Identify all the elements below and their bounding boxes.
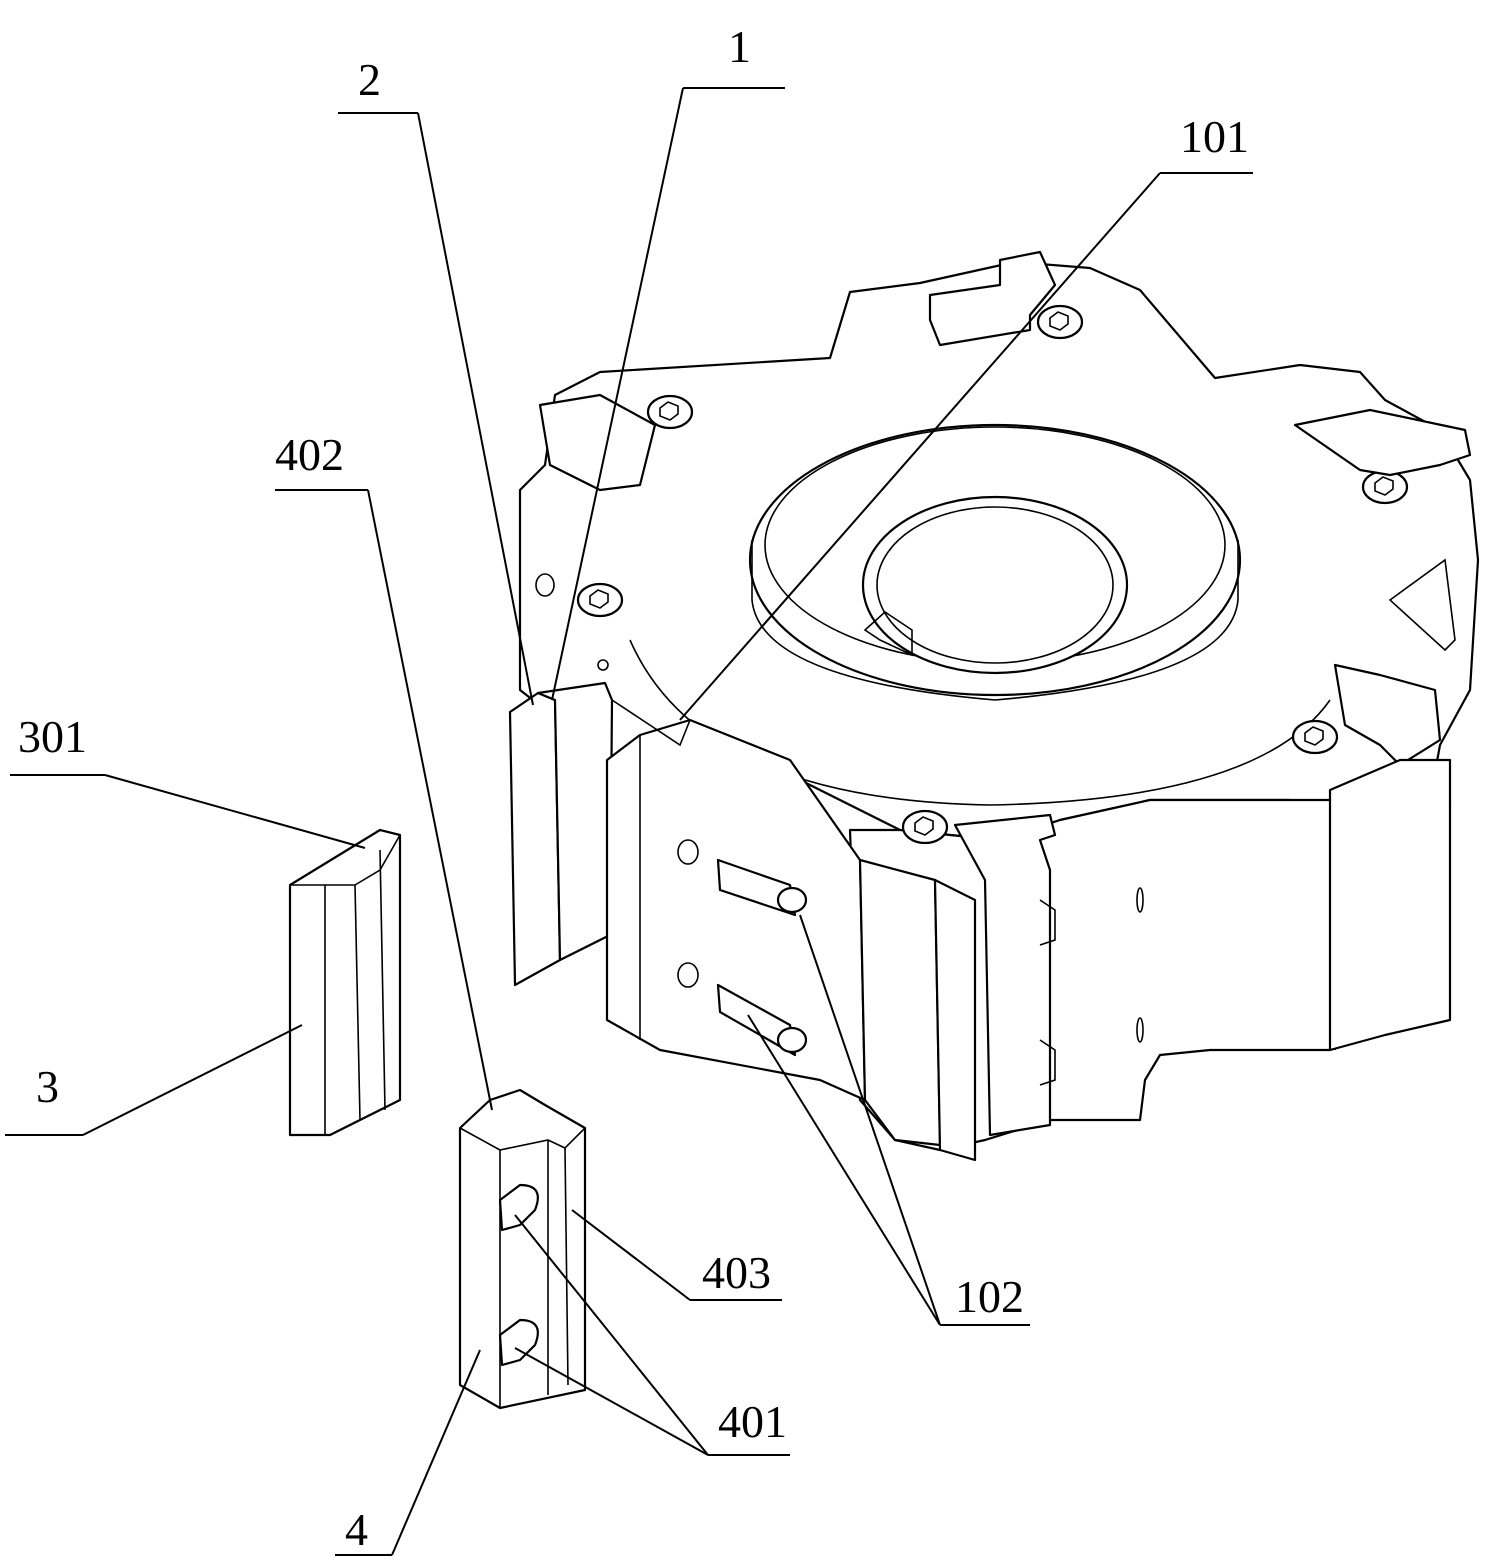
label-402: 402 — [275, 429, 344, 480]
label-102: 102 — [955, 1271, 1024, 1322]
label-1: 1 — [728, 21, 751, 72]
side-hole-2 — [1136, 1017, 1144, 1043]
label-401: 401 — [718, 1396, 787, 1447]
side-hole-1 — [1136, 887, 1144, 913]
screw-icon — [1291, 719, 1339, 755]
label-4: 4 — [345, 1504, 368, 1555]
front-blade-tip — [933, 878, 977, 1162]
blade-slots — [538, 250, 1472, 1137]
wedge-top-edge — [611, 699, 691, 747]
blade-3-edge-3 — [379, 849, 386, 1111]
wedge-hole-1 — [677, 839, 699, 865]
leader-403 — [571, 1209, 691, 1301]
right-blade — [1328, 758, 1452, 1052]
leader-101 — [679, 172, 1161, 721]
leader-2 — [417, 112, 534, 706]
label-403: 403 — [702, 1247, 771, 1298]
right-notch — [1388, 558, 1456, 652]
leader-3 — [82, 1024, 303, 1136]
exploded-wedge-4 — [458, 1088, 587, 1410]
leader-301 — [104, 774, 366, 849]
pin-icon — [716, 858, 808, 917]
small-hole — [597, 659, 609, 671]
hub-ring-side — [751, 540, 1239, 701]
hub-bore — [861, 495, 1129, 675]
blade-slot-top — [928, 250, 1057, 347]
hub-bore-inner — [876, 506, 1114, 664]
blade-slot-front — [953, 813, 1057, 1137]
blade-3-body — [288, 828, 402, 1137]
label-3: 3 — [36, 1061, 59, 1112]
keyway — [863, 610, 913, 657]
leader-1 — [551, 87, 684, 701]
small-hole — [535, 573, 555, 597]
screw-icon — [1036, 304, 1084, 340]
leader-4 — [391, 1349, 481, 1556]
screw-icon — [901, 809, 949, 845]
leader-lines — [5, 87, 1253, 1556]
screw-icon — [576, 582, 624, 618]
reference-labels: 1 2 101 402 301 3 403 102 401 4 — [18, 21, 1249, 1555]
front-blade — [858, 858, 942, 1147]
mounted-blade-assembly — [508, 573, 1452, 1162]
blade-3-top — [290, 834, 401, 886]
wedge-4-groove-2 — [564, 1147, 569, 1386]
leader-401a — [514, 1214, 709, 1456]
blade-3-edge-2 — [354, 884, 361, 1121]
wedge-hole-2 — [677, 962, 699, 988]
wedge-4-top-edge — [499, 1127, 586, 1151]
front-slot-detail-1 — [1039, 899, 1056, 946]
label-101: 101 — [1180, 111, 1249, 162]
screw-icon — [646, 394, 694, 430]
label-2: 2 — [358, 54, 381, 105]
leader-401b — [514, 1347, 709, 1456]
slot-icon — [498, 1183, 539, 1232]
exploded-blade-3 — [288, 828, 402, 1137]
leader-402 — [367, 489, 493, 1111]
screw-icon — [1361, 469, 1409, 505]
blade-slot-left — [538, 393, 657, 492]
leader-102b — [747, 1014, 941, 1326]
slot-icon — [498, 1318, 539, 1367]
front-slot-detail-2 — [1039, 1039, 1056, 1086]
label-301: 301 — [18, 711, 87, 762]
blade-slot-lower-right — [1333, 663, 1442, 767]
mounted-blade — [508, 691, 562, 987]
blade-slot-right — [1293, 408, 1472, 477]
leader-102a — [799, 914, 941, 1326]
pin-icon — [716, 983, 808, 1057]
